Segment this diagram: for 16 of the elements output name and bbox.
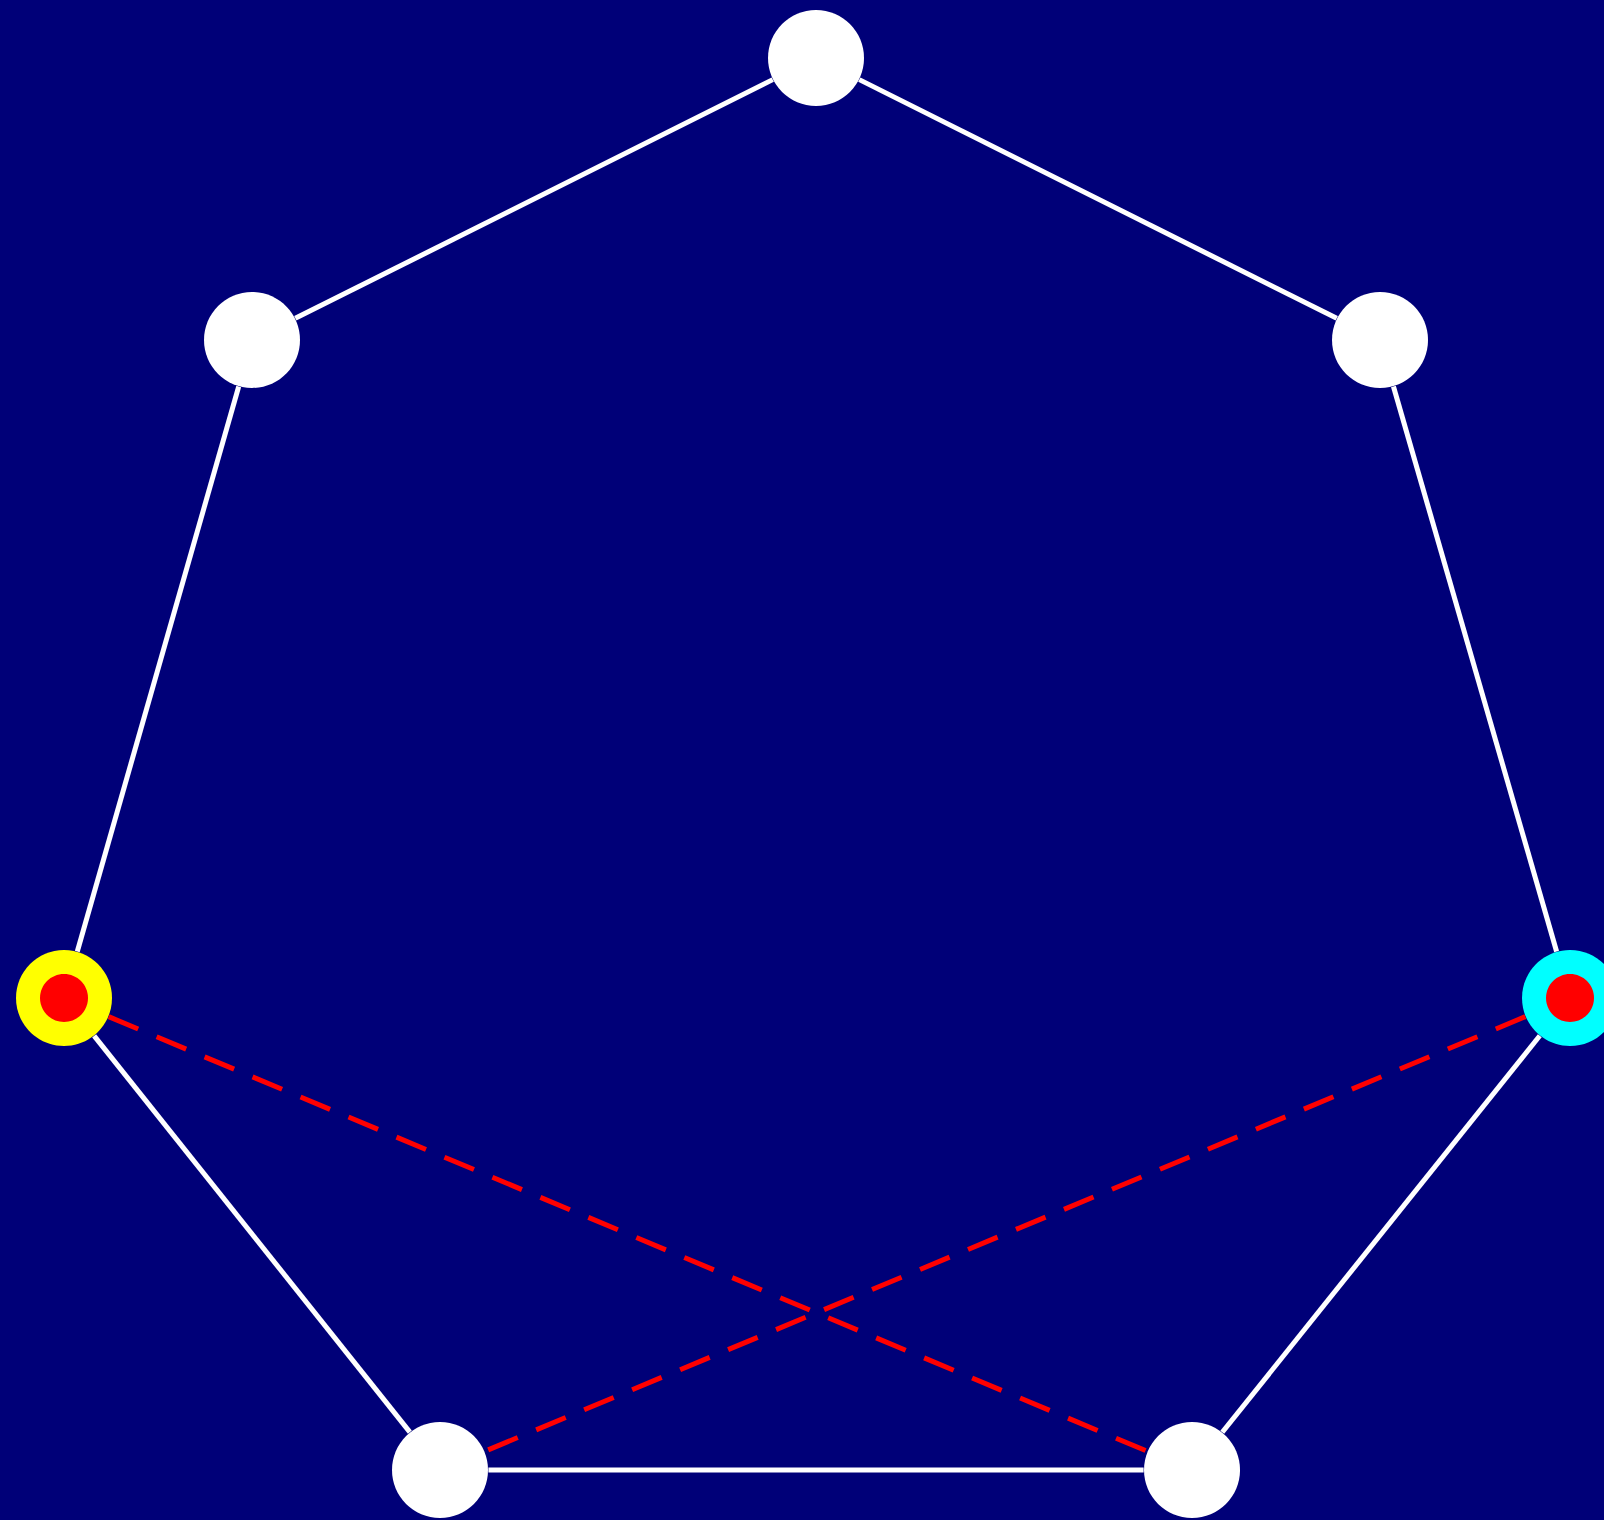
vertex-circle [1144,1422,1240,1518]
dashed-line [107,1014,1149,1454]
vertex-circle [392,1422,488,1518]
edge-line [1220,1034,1542,1434]
edge-line [858,77,1338,321]
edge-line [488,1467,1144,1473]
edge-line [92,1034,412,1434]
edge-line [1391,385,1559,953]
vertex-circle [204,292,300,388]
edge-line [294,77,774,321]
vertex-circle [768,10,864,106]
vertex-circle [1332,292,1428,388]
dashed-line [483,1014,1527,1454]
edge-line [74,385,242,953]
marked-vertex [16,950,112,1046]
marked-vertex [1522,950,1604,1046]
